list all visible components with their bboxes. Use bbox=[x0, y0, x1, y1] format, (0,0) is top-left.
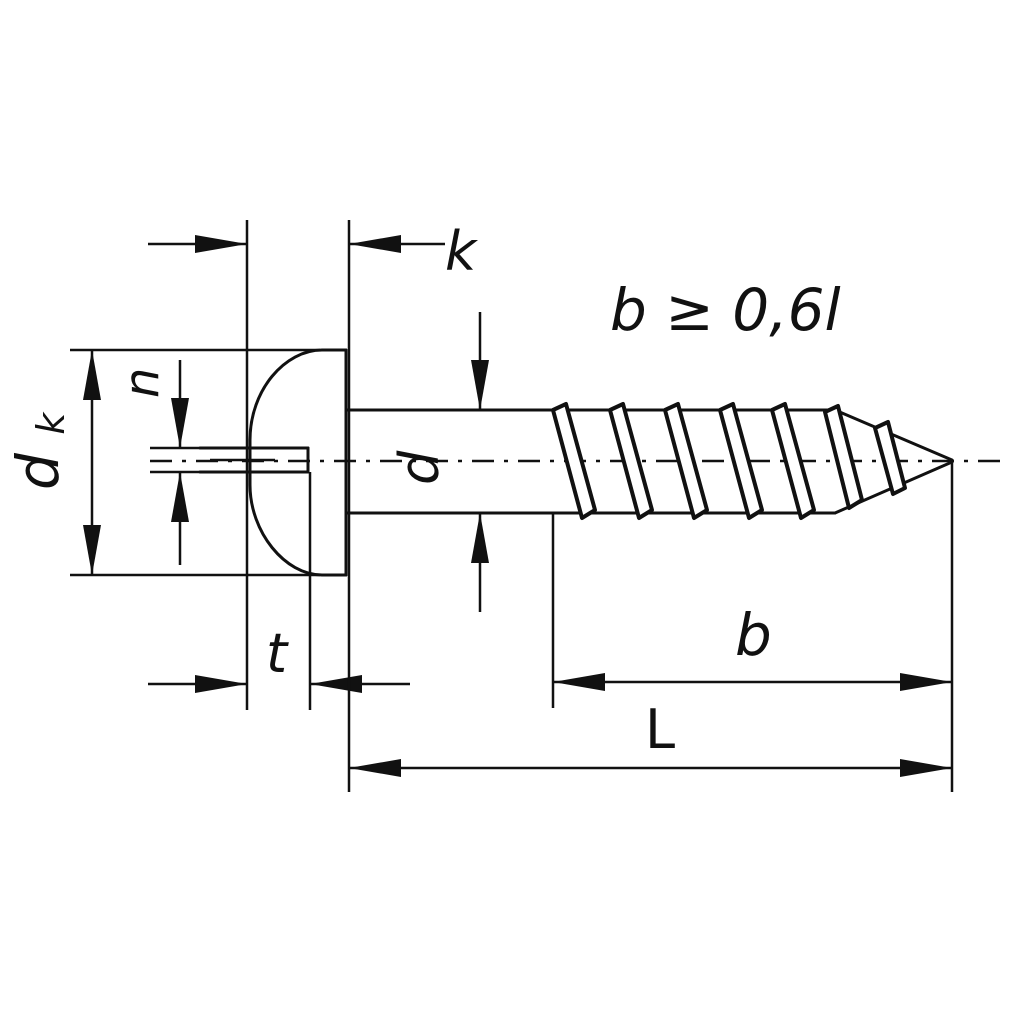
label-n: n bbox=[114, 368, 170, 398]
screw-shank bbox=[344, 408, 557, 515]
label-dk-main: d bbox=[4, 452, 72, 490]
screw-thread bbox=[551, 402, 954, 520]
label-dk: d k bbox=[4, 411, 73, 490]
formula-label: b ≥ 0,6l bbox=[610, 276, 841, 344]
dimension-b bbox=[551, 461, 954, 792]
dimension-d bbox=[471, 312, 489, 612]
dimension-k bbox=[148, 220, 445, 710]
head-slot bbox=[198, 446, 310, 474]
label-dk-sub: k bbox=[29, 411, 73, 435]
label-k: k bbox=[445, 220, 479, 283]
label-b: b bbox=[735, 601, 772, 669]
screw-head bbox=[248, 348, 348, 577]
dimension-n bbox=[150, 360, 200, 565]
dimension-L bbox=[347, 575, 952, 792]
label-d: d bbox=[388, 450, 451, 485]
label-t: t bbox=[266, 622, 289, 685]
dimension-dk bbox=[70, 348, 320, 577]
label-L: L bbox=[645, 698, 675, 761]
